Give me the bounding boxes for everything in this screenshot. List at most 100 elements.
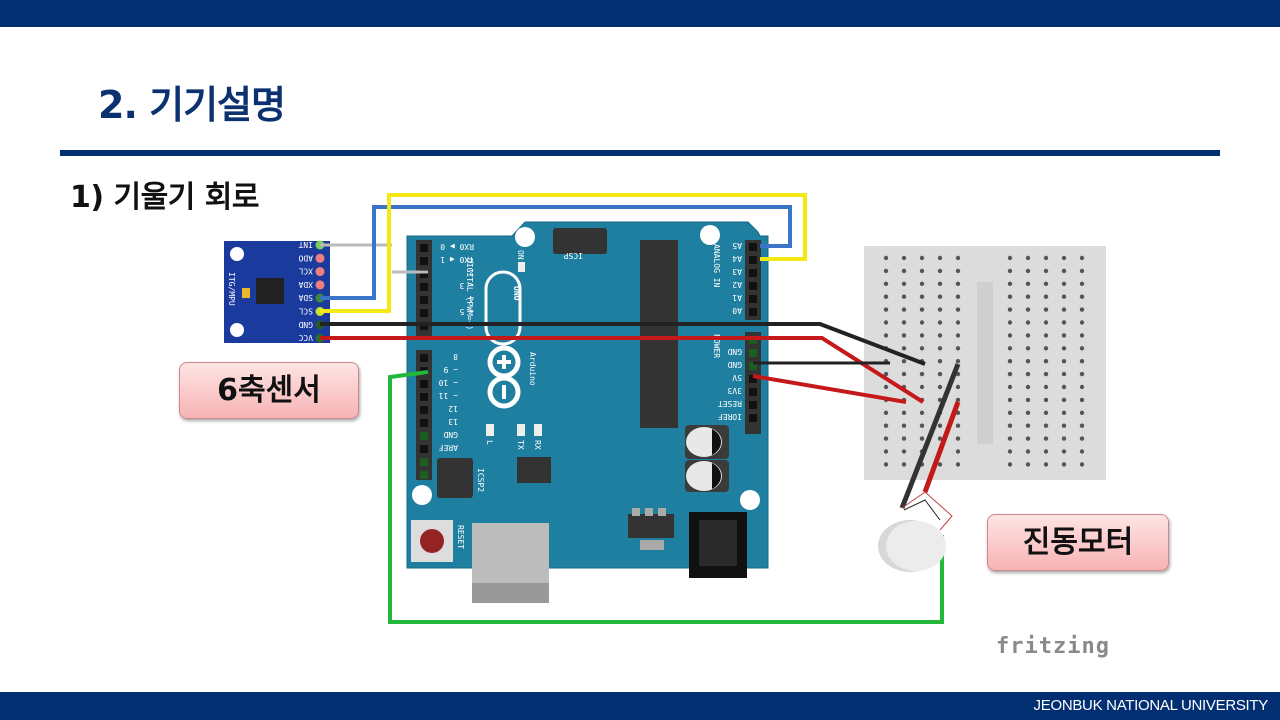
analog-pin-label: A2	[732, 280, 742, 289]
breadboard-hole	[1025, 423, 1031, 428]
breadboard-hole	[1007, 423, 1013, 428]
breadboard-hole	[1025, 359, 1031, 364]
breadboard-hole	[901, 423, 907, 428]
header-pin	[420, 244, 428, 252]
sensor-pin-label: XCL	[298, 267, 313, 276]
breadboard-hole	[1061, 268, 1067, 274]
breadboard-hole	[955, 384, 961, 390]
breadboard-hole	[1079, 359, 1085, 364]
icsp2-header	[437, 458, 473, 498]
breadboard-hole	[919, 281, 925, 286]
breadboard-hole	[1079, 397, 1085, 403]
breadboard-hole	[1061, 346, 1067, 351]
header-pin	[749, 308, 757, 316]
breadboard-hole	[1061, 281, 1067, 286]
digital-pin-label: 2	[469, 268, 474, 277]
breadboard-hole	[1061, 333, 1067, 338]
power-pin-label: 3V3	[727, 386, 742, 395]
breadboard-hole	[1061, 384, 1067, 390]
sensor-pin	[315, 267, 325, 277]
header-pin	[420, 257, 428, 265]
breadboard-hole	[1061, 320, 1067, 325]
analog-pin-label: A5	[732, 241, 742, 250]
breadboard-hole	[1025, 384, 1031, 390]
mount-hole	[515, 227, 535, 247]
header-pin	[749, 414, 757, 422]
breadboard-hole	[955, 423, 961, 428]
breadboard-hole	[919, 307, 925, 312]
breadboard-hole	[937, 333, 943, 338]
led-rx	[534, 424, 542, 436]
digital-pin-label: RX0 ▶ 0	[440, 242, 474, 251]
breadboard-hole	[937, 346, 943, 351]
sensor-pin-label: ADO	[298, 253, 313, 262]
digital-pin-label: AREF	[439, 443, 458, 452]
breadboard-hole	[901, 268, 907, 274]
breadboard-hole	[937, 281, 943, 286]
breadboard-hole	[1025, 307, 1031, 312]
breadboard-hole	[883, 462, 889, 467]
breadboard-hole	[1043, 371, 1049, 377]
analog-pin-label: A4	[732, 254, 742, 263]
breadboard-hole	[1025, 346, 1031, 351]
breadboard-hole	[1079, 294, 1085, 299]
breadboard-hole	[1025, 397, 1031, 403]
breadboard-hole	[1079, 449, 1085, 454]
header-pin	[749, 349, 757, 357]
wire-white-int	[320, 243, 428, 274]
breadboard-hole	[1025, 449, 1031, 454]
breadboard-hole	[1061, 410, 1067, 415]
icsp-label: ICSP	[564, 251, 583, 260]
power-pin-label: IOREF	[718, 412, 742, 421]
breadboard-hole	[1007, 384, 1013, 390]
digital-pin-label: ~ 5	[459, 307, 474, 316]
breadboard-hole	[955, 307, 961, 312]
breadboard-hole	[955, 294, 961, 299]
digital-pin-label: 8	[453, 352, 458, 361]
mount-hole	[412, 485, 432, 505]
sensor-pin-label: SDA	[298, 293, 313, 302]
bottom-banner: JEONBUK NATIONAL UNIVERSITY	[0, 692, 1280, 720]
breadboard-hole	[883, 436, 889, 441]
breadboard-hole	[901, 436, 907, 441]
mount-hole	[740, 490, 760, 510]
breadboard-hole	[1007, 410, 1013, 415]
wire-yellow-scl	[320, 193, 807, 313]
wire-blue-sda	[320, 205, 792, 300]
breadboard-hole	[937, 294, 943, 299]
wire-red-vcc	[320, 336, 925, 404]
breadboard-hole	[1043, 449, 1049, 454]
sensor-pin	[315, 253, 325, 263]
university-name: JEONBUK NATIONAL UNIVERSITY	[1033, 697, 1269, 714]
sensor-pin-label: VCC	[298, 333, 313, 342]
header-pin	[420, 471, 428, 479]
digital-pin-label: 13	[448, 417, 458, 426]
breadboard-hole	[919, 346, 925, 351]
breadboard-hole	[1007, 255, 1013, 261]
breadboard-hole	[901, 333, 907, 338]
breadboard-hole	[1025, 410, 1031, 415]
breadboard-hole	[901, 307, 907, 312]
header-pin	[749, 256, 757, 264]
sensor-label: ITG/MPU	[227, 272, 236, 306]
breadboard-hole	[1061, 423, 1067, 428]
breadboard-hole	[919, 294, 925, 299]
power-pin-label: GND	[727, 360, 742, 369]
power-pin-label: GND	[727, 347, 742, 356]
breadboard-hole	[1043, 333, 1049, 338]
arduino-infinity-logo	[487, 345, 521, 409]
voltage-regulator	[628, 514, 674, 538]
breadboard-hole	[1007, 320, 1013, 325]
led-on	[518, 262, 525, 272]
header-pin	[420, 309, 428, 317]
breadboard-hole	[1079, 384, 1085, 390]
breadboard-hole	[1043, 436, 1049, 441]
analog-pin-label: A1	[732, 293, 742, 302]
breadboard-hole	[919, 333, 925, 338]
breadboard-hole	[1043, 255, 1049, 261]
breadboard-hole	[1007, 371, 1013, 377]
header-pin	[749, 269, 757, 277]
icsp-header	[553, 228, 607, 254]
atmega-chip	[640, 240, 678, 428]
led-l-label: L	[485, 440, 494, 445]
